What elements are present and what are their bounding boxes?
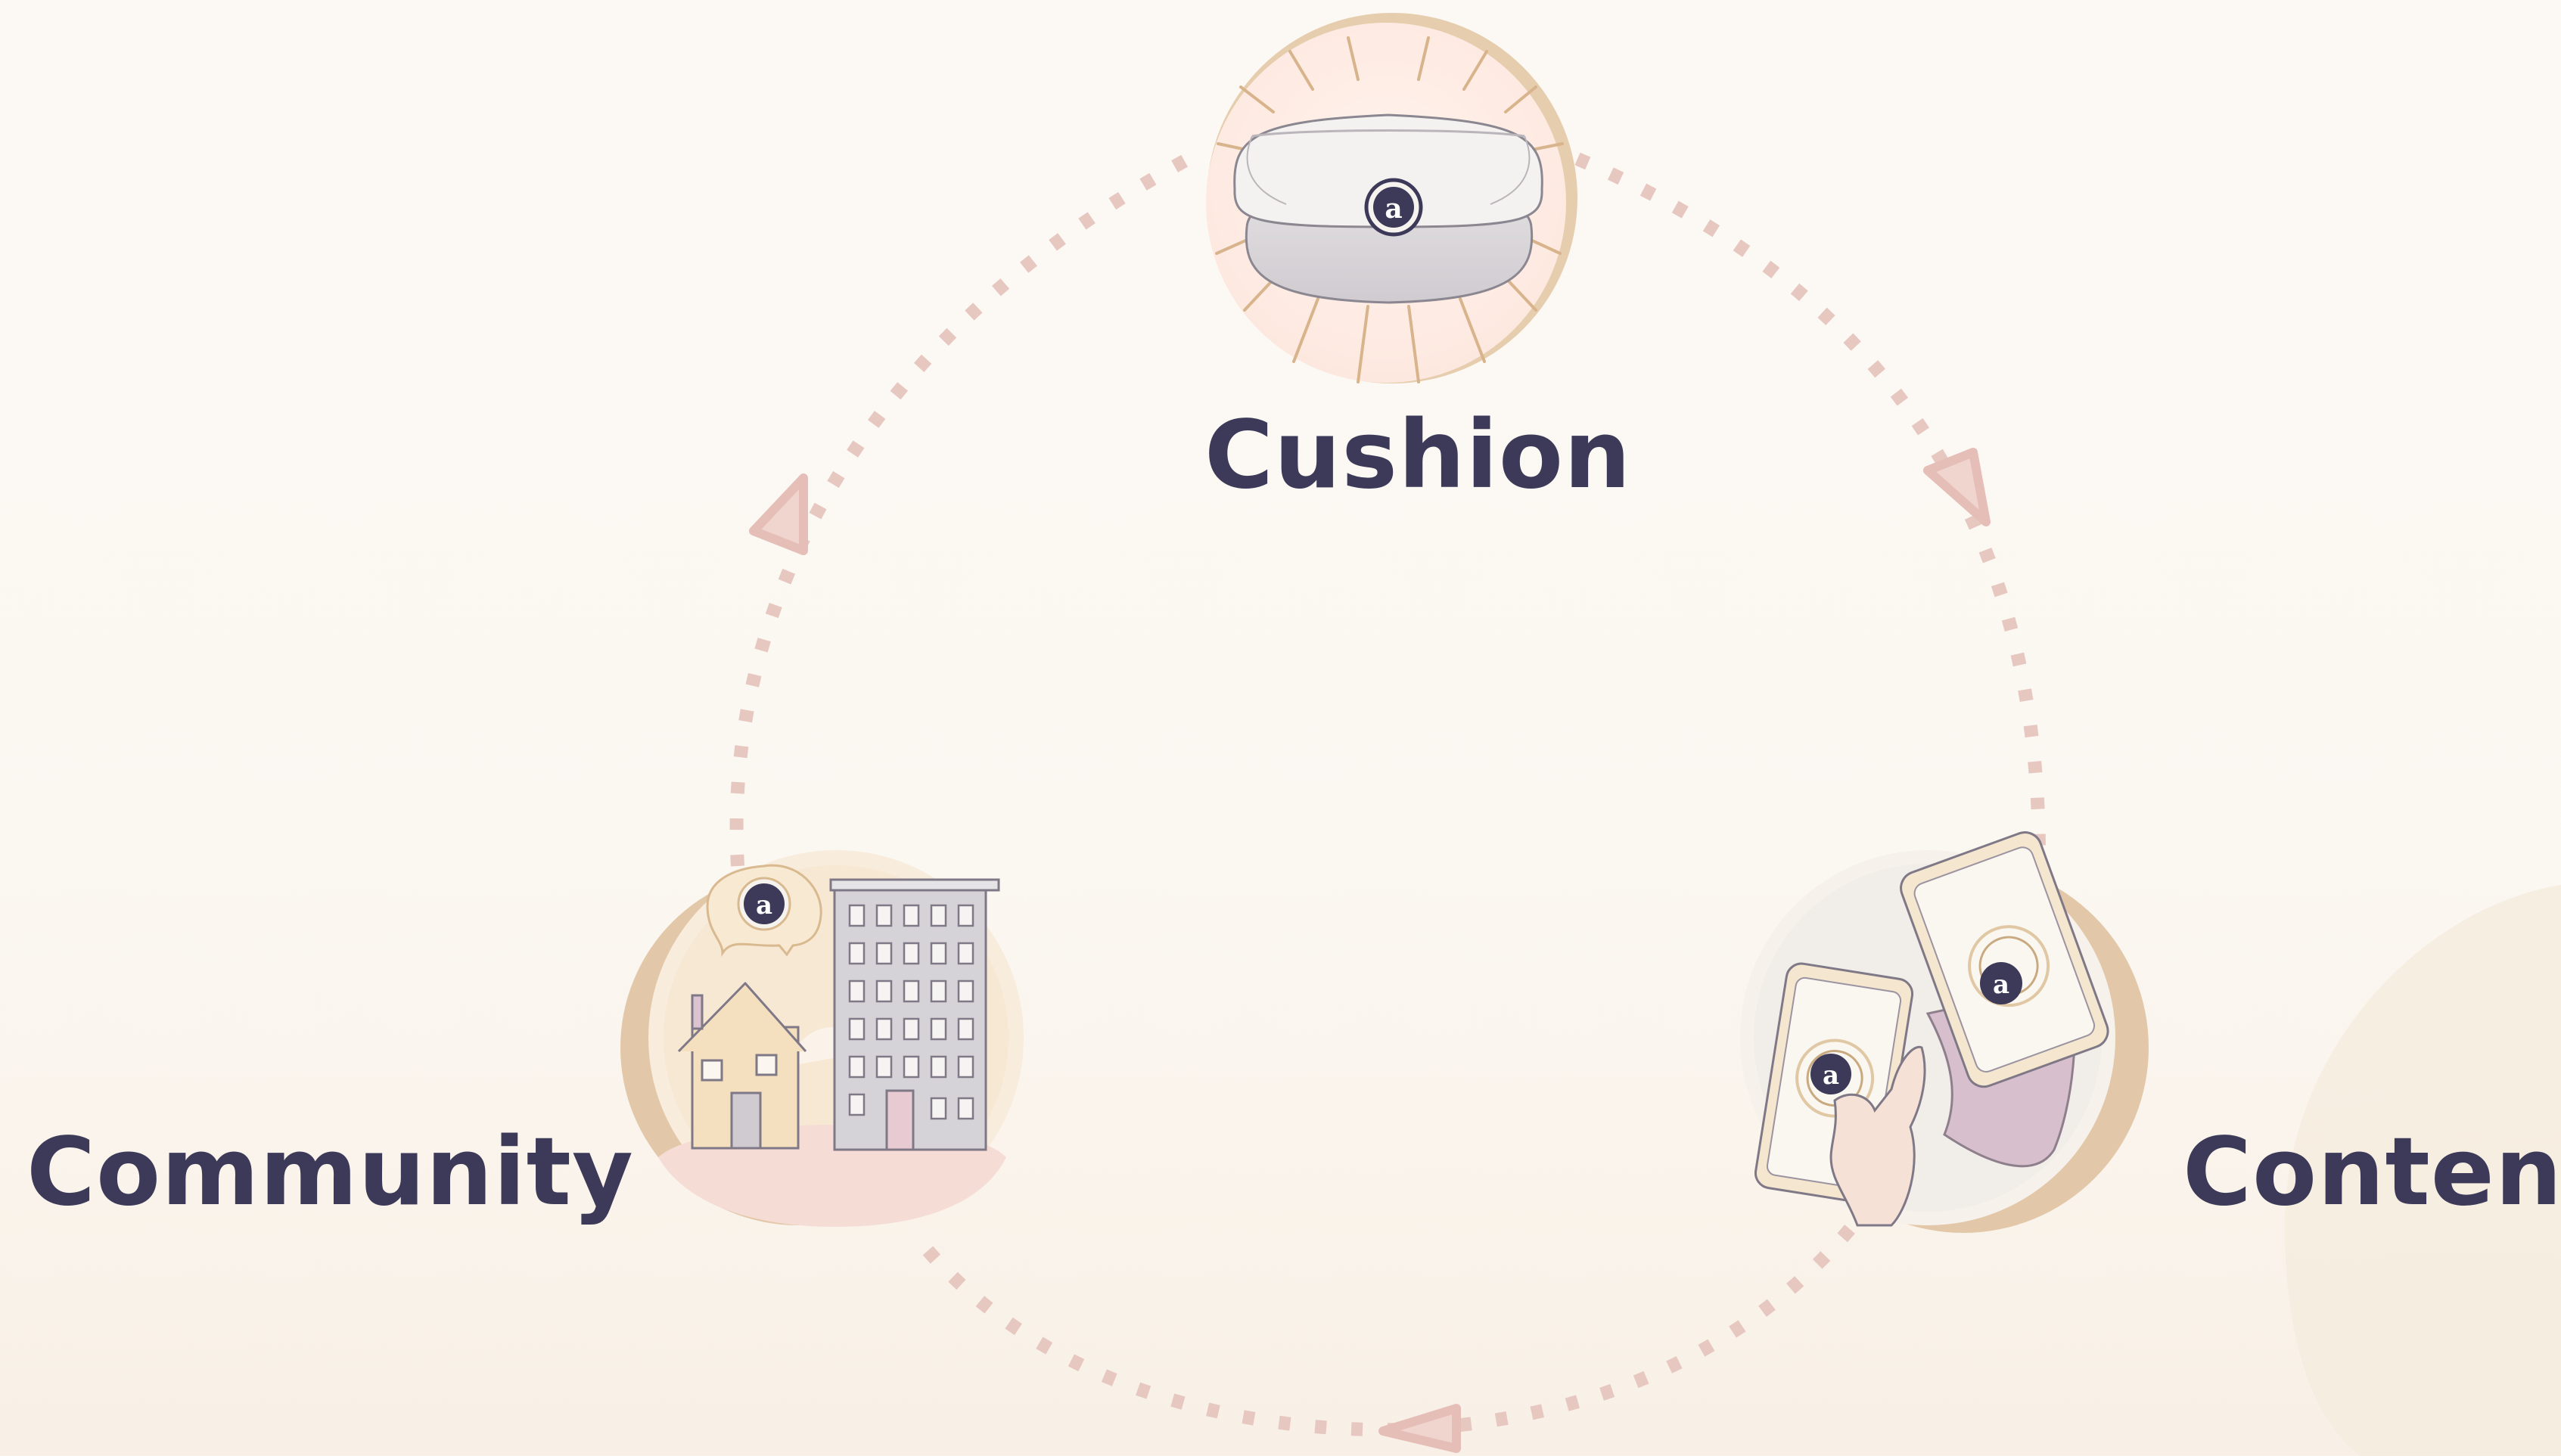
arrow-content-to-community bbox=[919, 1229, 1850, 1430]
node-label-cushion: Cushion bbox=[1204, 408, 1631, 502]
city-icon: a bbox=[620, 850, 1024, 1227]
cushion-badge: a bbox=[1366, 180, 1421, 234]
arrowhead-right bbox=[1928, 452, 1986, 522]
phones-icon: a a bbox=[1740, 827, 2149, 1233]
chat-bubble-icon: a bbox=[707, 865, 821, 955]
chat-badge-letter: a bbox=[756, 890, 772, 920]
arrowhead-left bbox=[754, 478, 803, 551]
phone-left-badge: a bbox=[1810, 1054, 1851, 1094]
phone-left-badge-letter: a bbox=[1823, 1060, 1839, 1091]
phone-right-badge-letter: a bbox=[1993, 970, 2009, 1000]
node-label-community: Community bbox=[26, 1125, 634, 1219]
cushion-icon: a bbox=[1206, 13, 1577, 383]
node-label-content: Content bbox=[2183, 1125, 2561, 1219]
cushion-badge-letter: a bbox=[1385, 193, 1402, 225]
arrowhead-bottom bbox=[1383, 1408, 1456, 1448]
phone-right-badge: a bbox=[1980, 962, 2022, 1004]
